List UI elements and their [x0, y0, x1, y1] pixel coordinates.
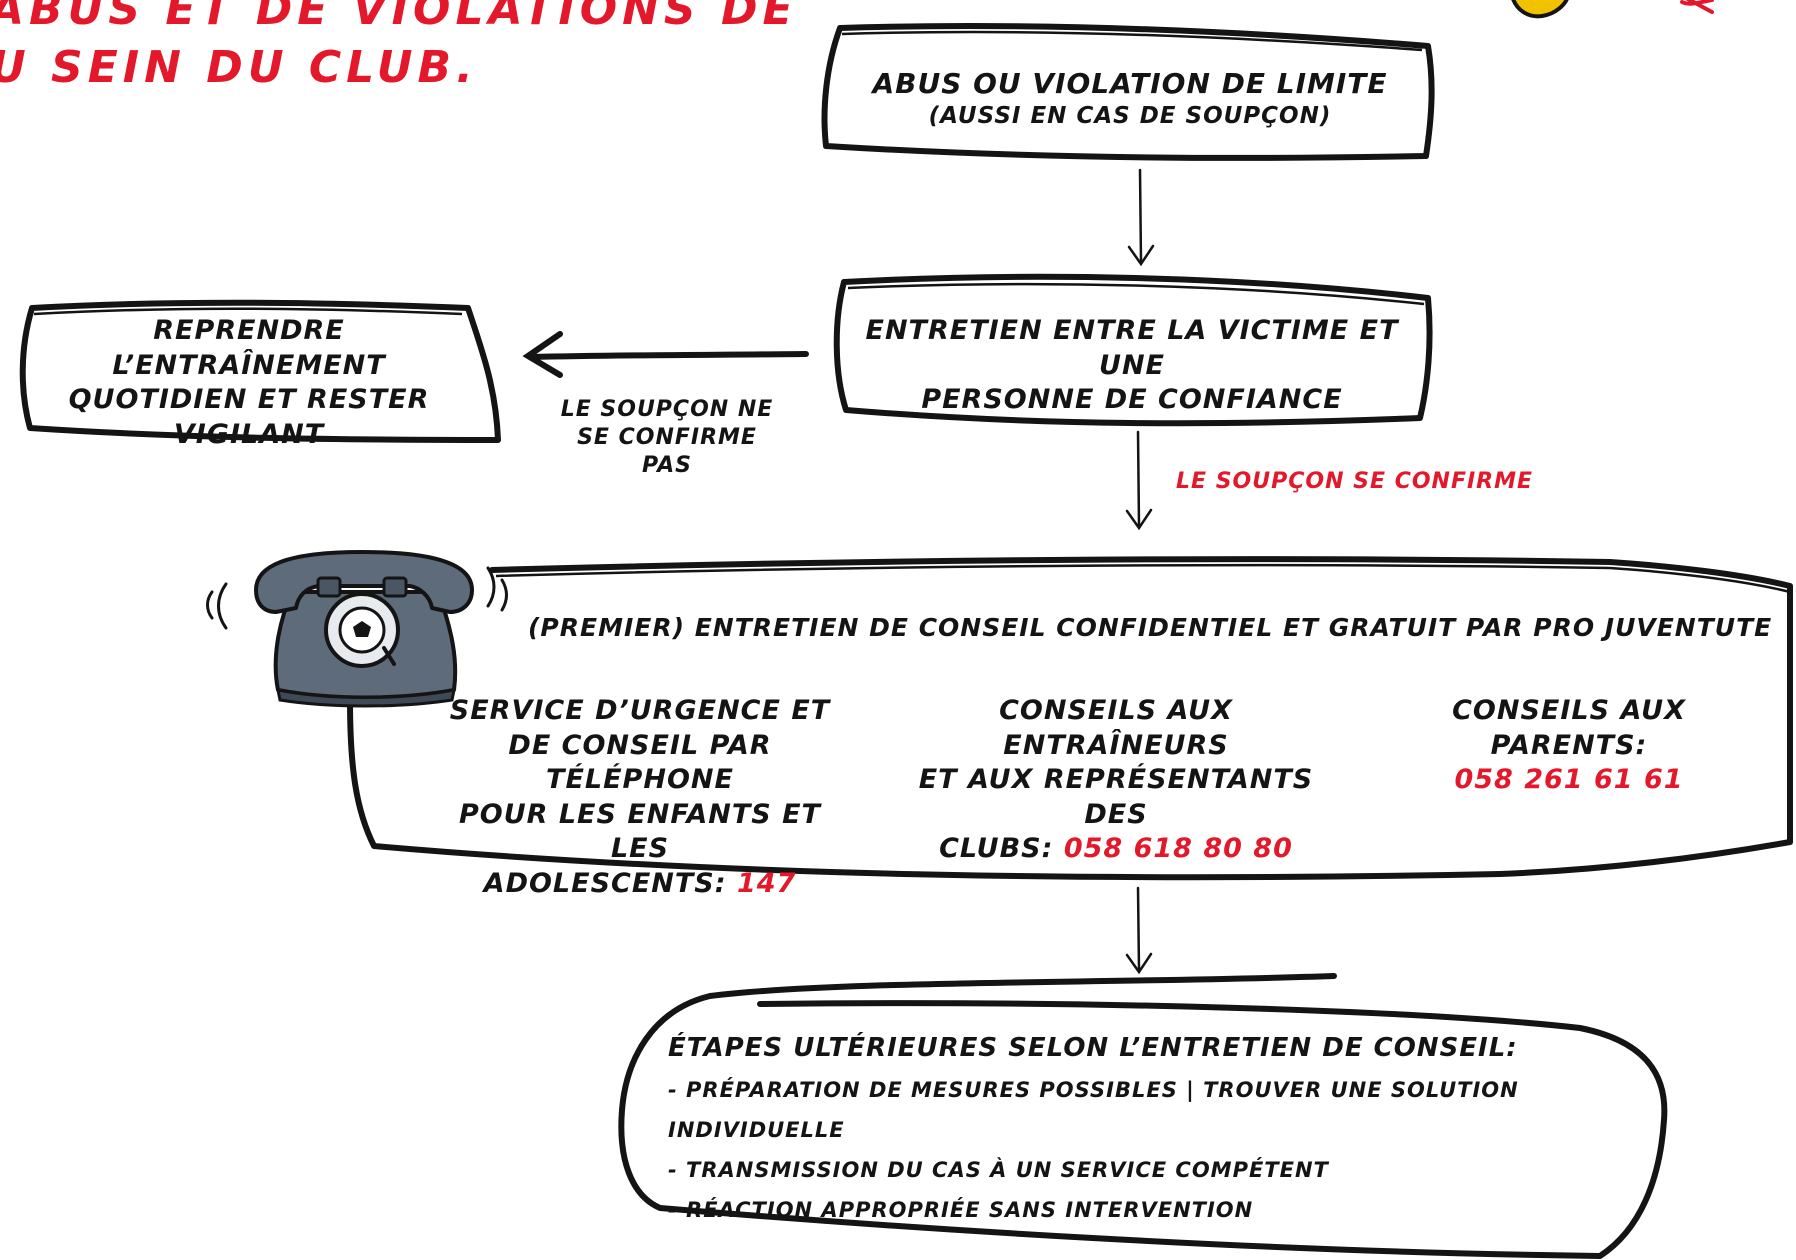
advice-coaches-hotline: Conseils aux entraîneurs et aux représen… — [906, 694, 1326, 867]
edge-interview-to-resume — [522, 331, 809, 378]
page-title-line-2: u sein du club. — [0, 42, 478, 93]
node-interview-line-1: Entretien entre la victime et une — [865, 315, 1399, 381]
edge-label-not-confirmed-line-2: se confirme pas — [577, 425, 757, 479]
node-resume-line-3: vigilant — [173, 418, 325, 450]
telephone-icon — [206, 550, 508, 708]
node-next-item: - Transmission du cas à un service compé… — [668, 1158, 1329, 1183]
node-next-item: - Réaction appropriée sans intervention — [668, 1197, 1254, 1222]
advice-children-hotline: Service d’urgence et de conseil par télé… — [430, 694, 850, 901]
node-start-line-2: (aussi en cas de soupçon) — [928, 102, 1332, 129]
node-start-line-1: Abus ou violation de limite — [872, 67, 1388, 100]
node-next-border — [618, 973, 1668, 1259]
node-interview: Entretien entre la victime et une person… — [852, 314, 1412, 418]
advice-parents-hotline: Conseils aux parents: 058 261 61 61 — [1384, 694, 1754, 798]
node-start: Abus ou violation de limite (aussi en ca… — [860, 66, 1400, 131]
advice-children-line-1: Service d’urgence et — [449, 695, 831, 726]
advice-coaches-line-2: et aux représentants des — [918, 764, 1314, 830]
node-next-heading: Étapes ultérieures selon l’entretien de … — [668, 1033, 1518, 1063]
advice-children-line-3: pour les enfants et les — [459, 798, 821, 865]
advice-coaches-line-3: clubs: — [939, 833, 1054, 865]
page-title-line-1: abus et de violations de — [0, 0, 798, 35]
node-interview-border — [833, 273, 1433, 427]
advice-children-phone-number: 147 — [736, 867, 797, 899]
node-resume-border — [19, 299, 501, 443]
node-resume-line-1: Reprendre l’entraînement — [112, 315, 386, 381]
node-resume: Reprendre l’entraînement quotidien et re… — [34, 314, 464, 452]
node-start-border — [821, 23, 1435, 161]
edge-advice-to-next — [1125, 886, 1153, 975]
advice-children-line-4: adolescents: — [483, 867, 727, 899]
advice-children-line-2: de conseil par téléphone — [508, 729, 772, 796]
edge-interview-to-advice — [1125, 430, 1153, 531]
edge-label-not-confirmed: le soupçon ne se confirme pas — [552, 396, 782, 480]
advice-coaches-line-1: Conseils aux entraîneurs — [999, 695, 1233, 761]
advice-parents-phone-number: 058 261 61 61 — [1454, 764, 1684, 796]
node-interview-line-2: personne de confiance — [921, 384, 1343, 416]
node-resume-line-2: quotidien et rester — [68, 384, 430, 416]
advice-parents-line-1: Conseils aux parents: — [1452, 695, 1686, 761]
logo-badge-icon — [1511, 0, 1714, 19]
node-advice-heading: (Premier) entretien de conseil confident… — [528, 613, 1773, 642]
edge-label-confirmed: le soupçon se confirme — [1176, 469, 1534, 494]
edge-label-not-confirmed-line-1: le soupçon ne — [560, 397, 774, 422]
edge-start-to-interview — [1127, 168, 1155, 267]
advice-coaches-phone-number: 058 618 80 80 — [1063, 833, 1293, 865]
node-next: Étapes ultérieures selon l’entretien de … — [668, 1032, 1648, 1231]
node-next-item: - Préparation de mesures possibles | tro… — [668, 1078, 1519, 1143]
node-advice-border — [347, 556, 1793, 881]
